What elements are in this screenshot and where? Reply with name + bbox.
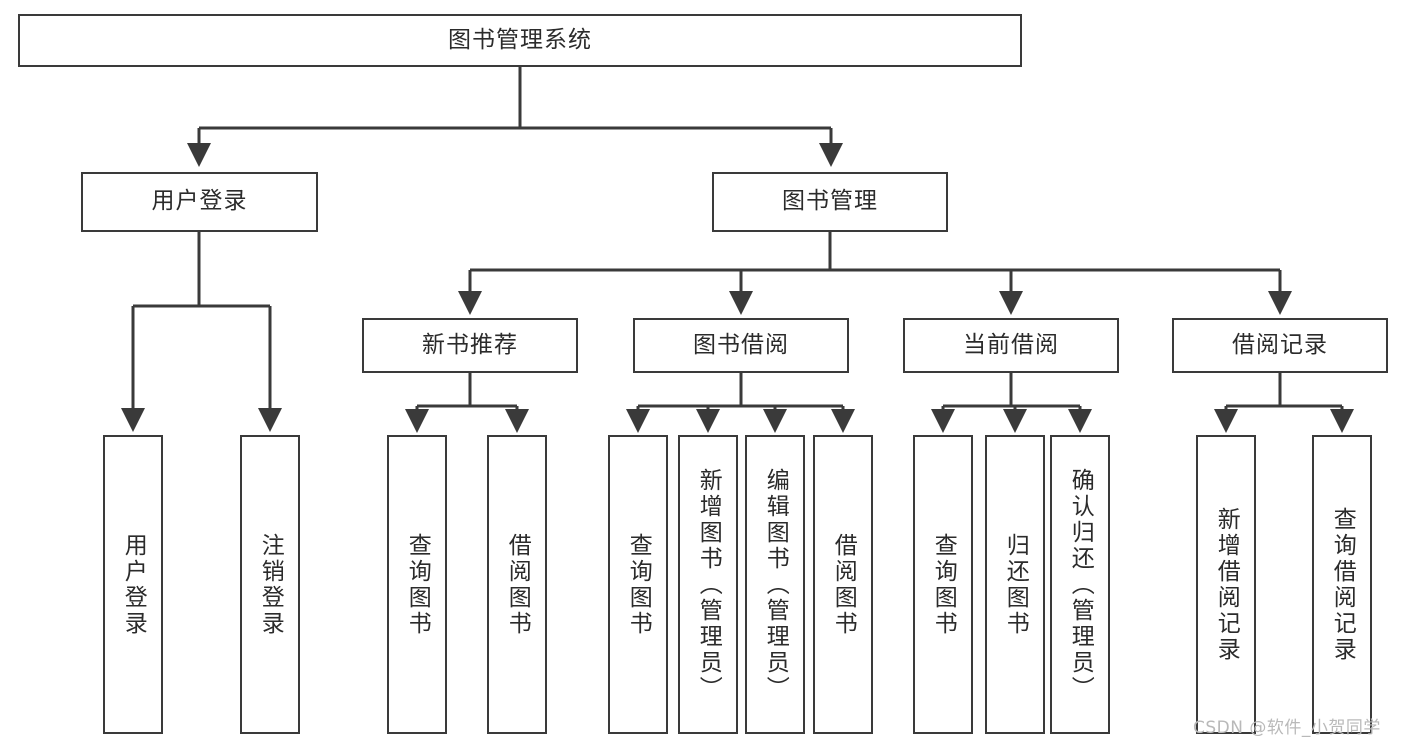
node-leaf-edit-book-admin[interactable]: 编辑图书（管理员） [745,435,805,734]
node-leaf-return-book[interactable]: 归还图书 [985,435,1045,734]
node-current-borrow[interactable]: 当前借阅 [903,318,1119,373]
node-leaf-confirm-return-admin[interactable]: 确认归还（管理员） [1050,435,1110,734]
node-leaf-query-borrow-record[interactable]: 查询借阅记录 [1312,435,1372,734]
node-book-manage[interactable]: 图书管理 [712,172,948,232]
node-leaf-query-book-3[interactable]: 查询图书 [913,435,973,734]
node-new-book-recommend[interactable]: 新书推荐 [362,318,578,373]
node-book-borrow[interactable]: 图书借阅 [633,318,849,373]
node-leaf-add-book-admin[interactable]: 新增图书（管理员） [678,435,738,734]
node-leaf-query-book-1[interactable]: 查询图书 [387,435,447,734]
node-leaf-user-login[interactable]: 用户登录 [103,435,163,734]
node-borrow-record[interactable]: 借阅记录 [1172,318,1388,373]
node-leaf-borrow-book-1[interactable]: 借阅图书 [487,435,547,734]
node-user-login[interactable]: 用户登录 [81,172,318,232]
node-root-system[interactable]: 图书管理系统 [18,14,1022,67]
node-leaf-logout[interactable]: 注销登录 [240,435,300,734]
node-leaf-query-book-2[interactable]: 查询图书 [608,435,668,734]
node-leaf-borrow-book-2[interactable]: 借阅图书 [813,435,873,734]
node-leaf-add-borrow-record[interactable]: 新增借阅记录 [1196,435,1256,734]
